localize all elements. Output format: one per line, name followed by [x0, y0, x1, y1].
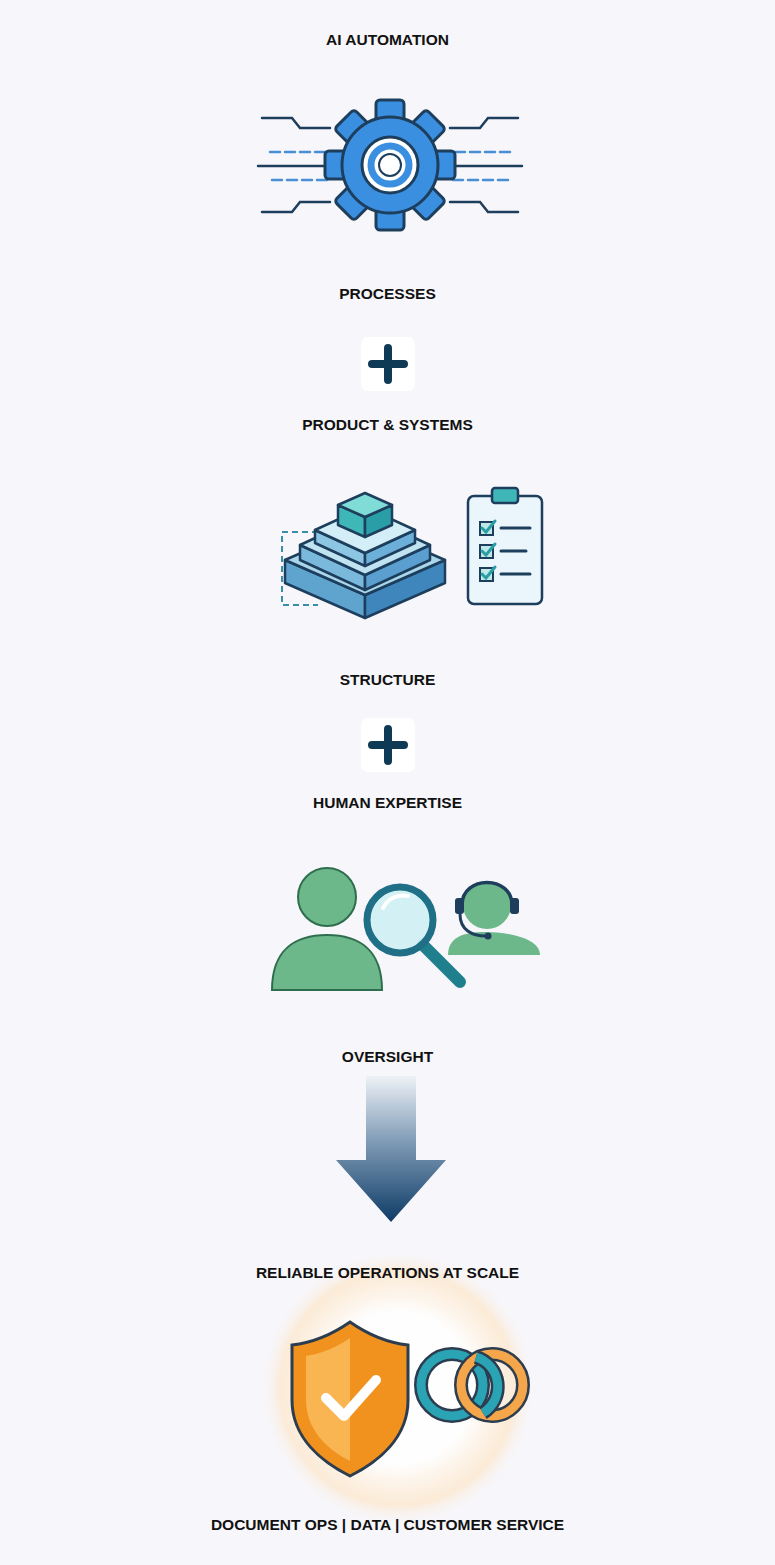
diagram-caption: DOCUMENT OPS | DATA | CUSTOMER SERVICE — [0, 1514, 775, 1536]
checkmark — [482, 521, 495, 532]
circuit-line — [272, 179, 332, 182]
section-label: PROCESSES — [0, 283, 775, 305]
ring-outline — [461, 1354, 523, 1416]
clipboard-icon — [468, 488, 542, 604]
people-icon — [272, 868, 540, 990]
section-label: PRODUCT & SYSTEMS — [0, 414, 775, 436]
gear-center — [379, 154, 401, 176]
gear-hub — [362, 137, 418, 193]
section-label: OVERSIGHT — [0, 1046, 775, 1068]
down-arrow — [336, 1076, 446, 1222]
circuit-line — [450, 202, 518, 212]
checkmark — [482, 544, 495, 555]
gear-body — [342, 117, 438, 213]
cube-top — [338, 493, 392, 517]
glow — [260, 1250, 536, 1526]
list-line — [501, 573, 530, 576]
reliability-icon — [260, 1250, 536, 1526]
stack-icon — [282, 493, 445, 618]
circuit-lines — [258, 118, 522, 212]
circuit-line — [262, 118, 330, 128]
circuit-line — [450, 165, 522, 168]
plus-sign — [372, 348, 404, 380]
plus-symbol — [361, 337, 415, 391]
gear-icon — [258, 100, 522, 230]
plus-symbol — [361, 718, 415, 772]
gear-teeth — [325, 100, 455, 230]
person-body — [272, 935, 382, 990]
magnifier-lens — [367, 887, 433, 953]
section-label: STRUCTURE — [0, 669, 775, 691]
checkmark — [482, 567, 495, 578]
clipboard-clip — [492, 488, 518, 503]
clipboard-board — [468, 496, 542, 604]
circuit-line — [270, 151, 332, 154]
circuit-line — [258, 165, 330, 168]
section-label: RELIABLE OPERATIONS AT SCALE — [0, 1262, 775, 1284]
ring-overlap — [476, 1357, 498, 1413]
ring-overlap — [476, 1357, 498, 1413]
person-head — [298, 868, 356, 926]
agent-body — [448, 932, 540, 955]
magnifier-handle — [423, 945, 460, 982]
circuit-line — [448, 151, 510, 154]
plus-tile — [361, 718, 415, 772]
circuit-line — [450, 118, 518, 128]
headset-mic-tip — [485, 933, 492, 940]
gear-body-fill — [344, 119, 436, 211]
circuit-line — [448, 179, 508, 182]
diagram-title: AI AUTOMATION — [0, 29, 775, 51]
gear-ring — [371, 146, 409, 184]
list-line — [501, 550, 526, 553]
shield — [292, 1322, 408, 1476]
headset-mic — [460, 914, 486, 936]
circuit-line — [262, 202, 330, 212]
headset-ear — [455, 898, 464, 914]
lens-glint — [383, 896, 408, 909]
headset-ear — [510, 898, 519, 914]
headset-band — [462, 883, 512, 906]
agent-head — [463, 881, 511, 929]
list-line — [501, 527, 530, 530]
plus-sign — [372, 729, 404, 761]
orange-ring — [461, 1354, 523, 1416]
section-label: HUMAN EXPERTISE — [0, 792, 775, 814]
plus-tile — [361, 337, 415, 391]
shield-check — [326, 1380, 376, 1416]
